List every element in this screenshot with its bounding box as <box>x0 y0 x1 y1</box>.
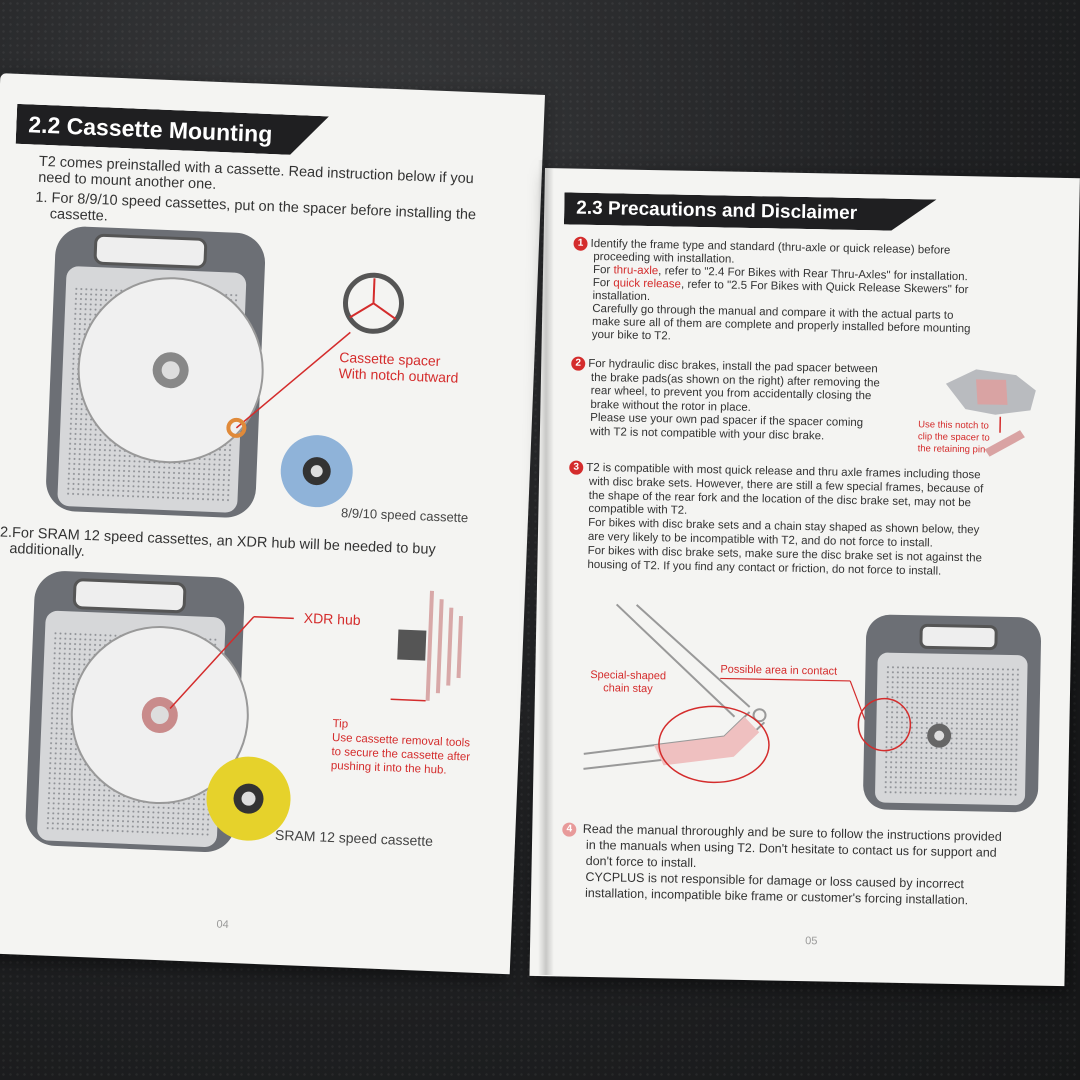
chain-stay-illustration <box>583 603 770 784</box>
xdr-hub-detail-icon <box>390 590 464 702</box>
cassette-sram-12-label: SRAM 12 speed cassette <box>274 826 434 850</box>
section-heading-cassette-mounting: 2.2 Cassette Mounting <box>16 104 329 156</box>
item-2-number-badge: 2 <box>571 356 586 371</box>
t2-trainer-illustration-1 <box>46 226 266 518</box>
t2-trainer-illustration-2 <box>25 571 249 852</box>
xdr-hub-label: XDR hub <box>303 609 361 629</box>
t2-trainer-illustration-3 <box>857 614 1042 813</box>
item-1-number-badge: 1 <box>573 236 588 251</box>
cassette-spacer-label: Cassette spacer With notch outward <box>338 348 459 386</box>
step-2-text: 2.For SRAM 12 speed cassettes, an XDR hu… <box>0 524 437 560</box>
precaution-item-4: 4 Read the manual throroughly and be sur… <box>561 820 1002 908</box>
quick-release-link[interactable]: quick release <box>613 277 682 291</box>
spacer-pointer-line <box>226 331 351 438</box>
cassette-sram-12-icon <box>206 756 291 841</box>
xdr-pointer-line <box>169 615 294 709</box>
cassette-spacer-icon <box>343 272 405 334</box>
cassette-8-9-10-label: 8/9/10 speed cassette <box>340 505 469 526</box>
item-3-number-badge: 3 <box>569 460 584 475</box>
cassette-8-9-10-icon <box>280 435 353 508</box>
left-page: 2.2 Cassette Mounting T2 comes preinstal… <box>0 73 546 975</box>
pad-spacer-note: Use this notch to clip the spacer to the… <box>917 419 990 456</box>
pad-spacer-illustration <box>945 369 1036 457</box>
page-number-right: 05 <box>805 935 818 948</box>
section-heading-precautions: 2.3 Precautions and Disclaimer <box>564 192 937 231</box>
tip-text: Tip Use cassette removal tools to secure… <box>330 717 471 777</box>
book-spine-shadow <box>538 160 554 975</box>
page-number-left: 04 <box>216 918 229 931</box>
thru-axle-link[interactable]: thru-axle <box>613 264 659 278</box>
item-4-number-badge: 4 <box>562 822 577 837</box>
chain-stay-label: Special-shaped chain stay <box>590 668 667 696</box>
contact-area-label: Possible area in contact <box>720 663 838 678</box>
